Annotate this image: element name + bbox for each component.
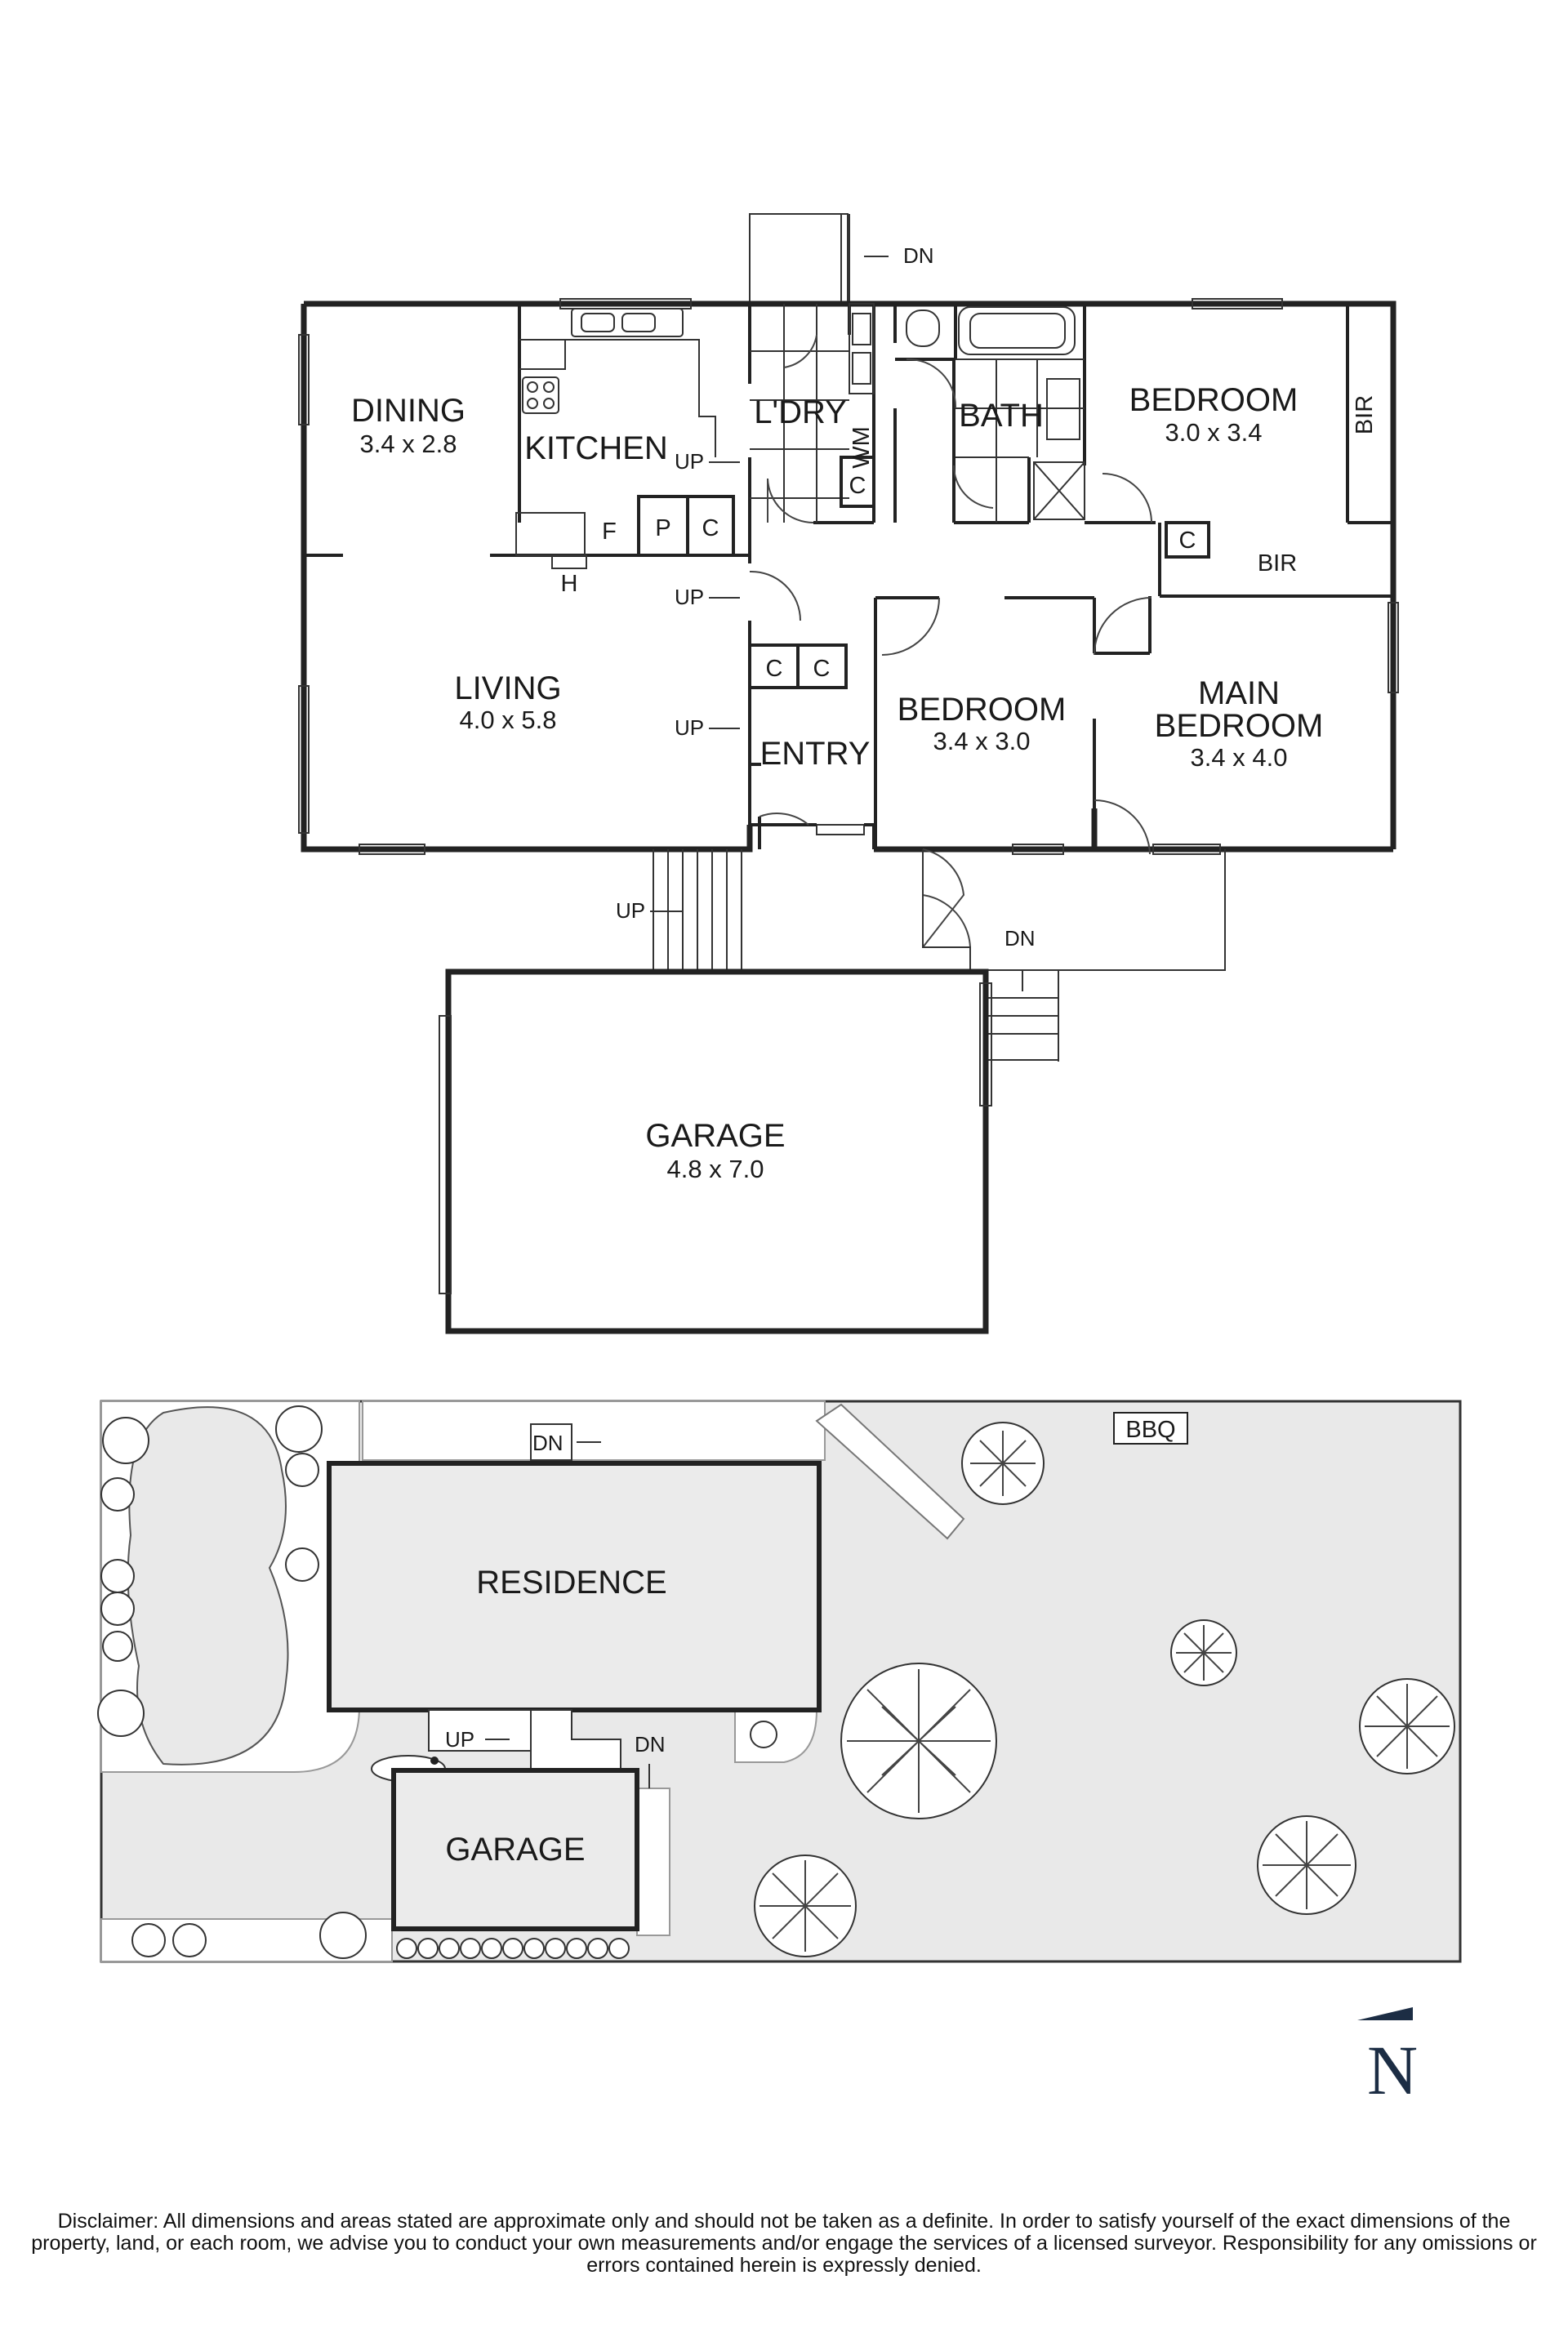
bir-label: BIR xyxy=(1258,550,1297,577)
living-up-label-2: UP xyxy=(675,715,704,740)
kitchen-label: KITCHEN xyxy=(524,430,668,466)
cupboard xyxy=(1165,521,1210,559)
front-porch xyxy=(922,849,1226,971)
window xyxy=(298,685,310,834)
site-up-label: UP xyxy=(445,1727,474,1752)
living-up-label-1: UP xyxy=(675,585,704,609)
window xyxy=(359,844,425,855)
toilet-icon xyxy=(906,309,940,347)
residence-block xyxy=(327,1461,822,1712)
lawn-area xyxy=(127,1406,289,1765)
window xyxy=(1192,298,1283,309)
window xyxy=(1388,602,1399,693)
washing-machine-label: WM xyxy=(849,426,875,469)
front-steps xyxy=(653,849,742,970)
cupboard xyxy=(686,495,735,557)
garage-door xyxy=(439,1015,452,1294)
dining-size: 3.4 x 2.8 xyxy=(360,430,457,458)
site-garage-label: GARAGE xyxy=(445,1832,585,1868)
hood-label: H xyxy=(561,571,578,597)
laundry-tiles xyxy=(750,304,849,523)
bedroom-2-size: 3.4 x 3.0 xyxy=(933,727,1031,755)
bbq-label: BBQ xyxy=(1125,1417,1175,1443)
sink-icon xyxy=(571,308,684,337)
bedroom-2-label: BEDROOM xyxy=(898,692,1067,728)
window xyxy=(1012,844,1064,855)
doors xyxy=(749,334,1152,948)
disclaimer-text: Disclaimer: All dimensions and areas sta… xyxy=(31,2210,1537,2277)
north-compass: N xyxy=(1357,2007,1418,2109)
kitchen-up-label: UP xyxy=(675,449,704,474)
entry-cupboard-2-label: C xyxy=(813,656,831,682)
front-steps-up-label: UP xyxy=(616,898,645,923)
north-arrow-icon xyxy=(1357,2007,1413,2020)
pergola-path xyxy=(815,1403,965,1540)
residence-label: RESIDENCE xyxy=(476,1565,666,1601)
garage-label: GARAGE xyxy=(645,1118,785,1154)
shrubs xyxy=(97,1405,777,1959)
kitchen-island xyxy=(515,512,586,556)
rear-steps-dn-label: DN xyxy=(903,243,934,268)
bathtub-icon xyxy=(958,306,1076,355)
trees xyxy=(754,1422,1455,1957)
kitchen-bench xyxy=(519,339,716,457)
north-label: N xyxy=(1367,2031,1418,2109)
laundry-cupboard-label: C xyxy=(849,473,866,499)
site-plan: DN RESIDENCE UP DN GARAGE BBQ xyxy=(97,1400,1462,1963)
bir-label-vertical: BIR xyxy=(1352,395,1378,434)
main-bedroom-label-line1: MAIN xyxy=(1198,675,1280,711)
bath-label: BATH xyxy=(959,398,1044,434)
site-dn-rear-label: DN xyxy=(532,1431,564,1455)
hedge-row xyxy=(396,1938,630,1959)
garage-size: 4.8 x 7.0 xyxy=(667,1155,764,1183)
window xyxy=(1152,844,1221,855)
window xyxy=(816,824,865,835)
living-size: 4.0 x 5.8 xyxy=(460,706,557,734)
cooktop-icon xyxy=(522,376,559,414)
trough-icon xyxy=(849,303,875,394)
site-dn-label: DN xyxy=(635,1732,666,1757)
garage-walls xyxy=(445,968,989,1334)
bedroom-1-size: 3.0 x 3.4 xyxy=(1165,418,1263,447)
main-bedroom-label-line2: BEDROOM xyxy=(1155,708,1324,744)
garage-window xyxy=(979,982,992,1106)
bedroom-1-label: BEDROOM xyxy=(1129,382,1298,418)
main-bedroom-size: 3.4 x 4.0 xyxy=(1191,743,1288,772)
kitchen-cupboard-label: C xyxy=(702,515,719,541)
shower-icon xyxy=(1033,461,1085,520)
tap-icon xyxy=(430,1757,439,1765)
entry-cupboard-1-label: C xyxy=(766,656,783,682)
bbq-box xyxy=(1113,1412,1188,1445)
laundry-cupboard xyxy=(840,456,875,508)
living-label: LIVING xyxy=(454,670,561,706)
vanity-icon xyxy=(1046,378,1080,440)
rear-landing xyxy=(749,213,849,305)
site-front-steps xyxy=(428,1709,532,1752)
rear-steps xyxy=(530,1423,572,1461)
pantry-label: P xyxy=(655,515,670,541)
bedroom-cupboard-label: C xyxy=(1179,528,1196,554)
dining-label: DINING xyxy=(351,393,466,429)
laundry-label: L'DRY xyxy=(754,394,847,430)
entry-label: ENTRY xyxy=(760,736,871,772)
fridge-label: F xyxy=(602,519,617,545)
site-garage-block xyxy=(391,1768,639,1931)
house-floor-plan: DN xyxy=(298,213,1399,1334)
bath-tiles xyxy=(956,358,1085,523)
window xyxy=(298,334,310,425)
side-steps-dn-label: DN xyxy=(1004,926,1036,951)
